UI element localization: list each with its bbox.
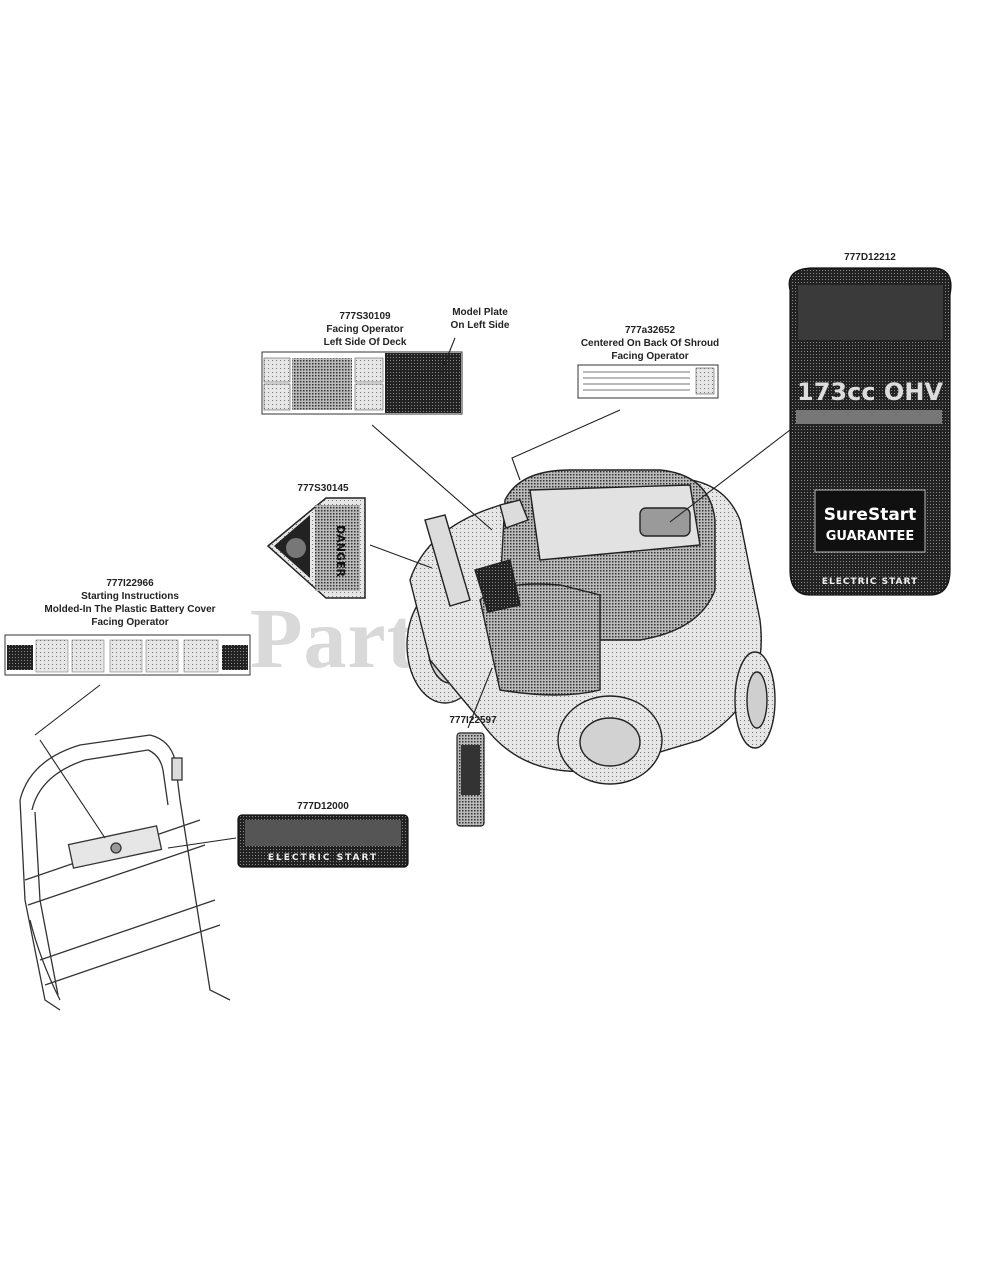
- callout-electric-start-decal: 777D12000: [278, 800, 368, 813]
- callout-danger-label: 777S30145: [278, 482, 368, 495]
- small-label: [456, 732, 485, 827]
- lawn-mower: [406, 469, 776, 785]
- engine-decal: SureStart GUARANTEE 173cc OHV ELECTRIC S…: [788, 267, 952, 596]
- danger-label: DANGER: [266, 497, 366, 599]
- part-number: 777D12212: [844, 252, 896, 263]
- callout-model-plate: Model Plate On Left Side: [450, 307, 510, 331]
- part-number: 777S30109: [339, 311, 391, 322]
- surestart-text: SureStart: [824, 505, 917, 525]
- part-number: 777I22966: [106, 578, 154, 589]
- callout-engine-decal: 777D12212: [820, 251, 920, 264]
- ohv-text: 173cc OHV: [797, 378, 943, 406]
- part-number: 777a32652: [624, 325, 676, 336]
- part-number: 777S30145: [297, 483, 349, 494]
- callout-small-label: 777I22597: [428, 714, 518, 727]
- starting-instructions-strip: [4, 634, 251, 676]
- danger-text: DANGER: [334, 525, 347, 577]
- deck-warning-label: [261, 351, 463, 415]
- callout-shroud-label: 777a32652 Centered On Back Of Shroud Fac…: [570, 324, 730, 363]
- leader-lines: [34, 337, 791, 849]
- electric-start-text: ELECTRIC START: [268, 853, 378, 863]
- guarantee-text: GUARANTEE: [826, 529, 914, 544]
- callout-deck-label: 777S30109 Facing Operator Left Side Of D…: [300, 310, 430, 349]
- part-number: 777I22597: [449, 715, 497, 726]
- electric-start-decal: ELECTRIC START: [237, 814, 409, 868]
- part-number: 777D12000: [297, 801, 349, 812]
- engine-electric-start-text: ELECTRIC START: [822, 577, 918, 587]
- handle-assembly: [19, 734, 231, 1011]
- shroud-label: [577, 364, 719, 399]
- callout-battery-cover: 777I22966 Starting Instructions Molded-I…: [20, 577, 240, 629]
